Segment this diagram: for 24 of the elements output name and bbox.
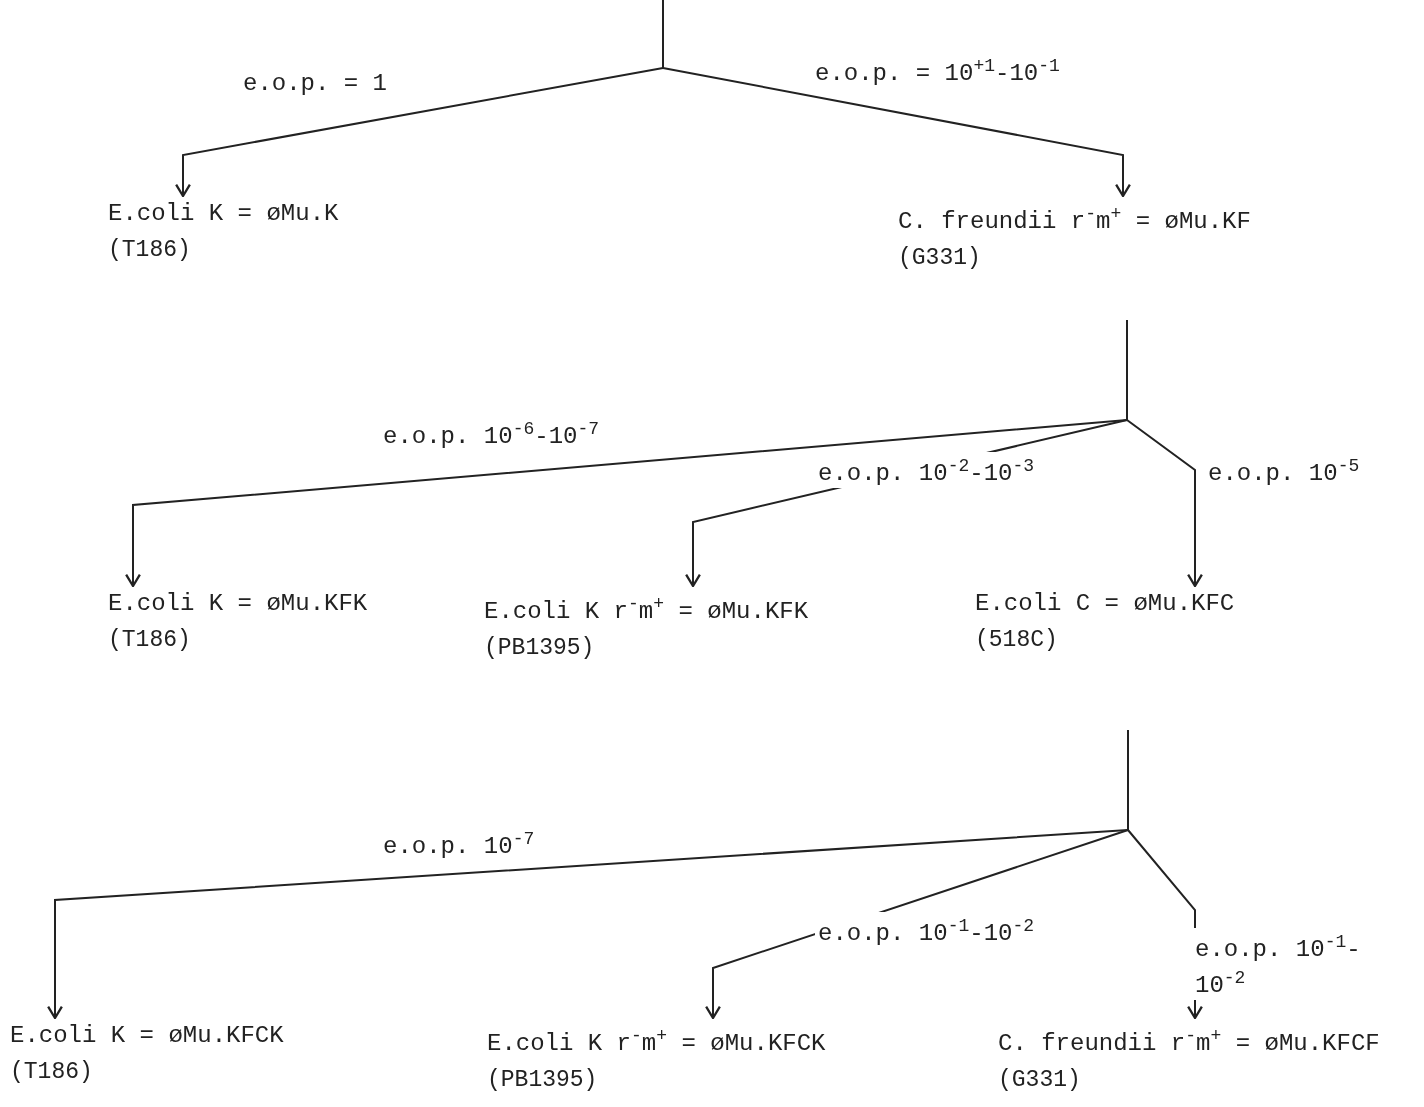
strain-code: (T186) <box>108 626 192 655</box>
strain-code: (PB1395) <box>484 634 596 663</box>
strain-code: (T186) <box>108 236 192 265</box>
host-phage-label: E.coli K r$^{-}$m$^{+}$ = øMu.KFCK <box>487 1025 827 1059</box>
trunk-line <box>1127 729 1129 831</box>
host-phage-label: C. freundii r$^{-}$m$^{+}$ = øMu.KF <box>898 203 1252 237</box>
arrow <box>662 67 1131 198</box>
trunk-line <box>662 0 664 69</box>
arrow <box>175 67 664 198</box>
host-phage-label: E.coli C = øMu.KFC <box>975 589 1236 619</box>
strain-code: (518C) <box>975 626 1059 655</box>
arrow <box>47 829 1129 1020</box>
strain-code: (PB1395) <box>487 1066 599 1095</box>
strain-code: (T186) <box>10 1058 94 1087</box>
host-phage-label: E.coli K r$^{-}$m$^{+}$ = øMu.KFK <box>484 593 810 627</box>
strain-code: (G331) <box>998 1066 1082 1095</box>
host-phage-label: E.coli K = øMu.K <box>108 199 340 229</box>
arrow <box>1126 419 1203 588</box>
host-phage-label: E.coli K = øMu.KFCK <box>10 1021 285 1051</box>
trunk-line <box>1126 319 1128 421</box>
strain-code: (G331) <box>898 244 982 273</box>
arrow <box>125 419 1128 588</box>
host-phage-label: C. freundii r$^{-}$m$^{+}$ = øMu.KFCF <box>998 1025 1381 1059</box>
host-phage-label: E.coli K = øMu.KFK <box>108 589 369 619</box>
